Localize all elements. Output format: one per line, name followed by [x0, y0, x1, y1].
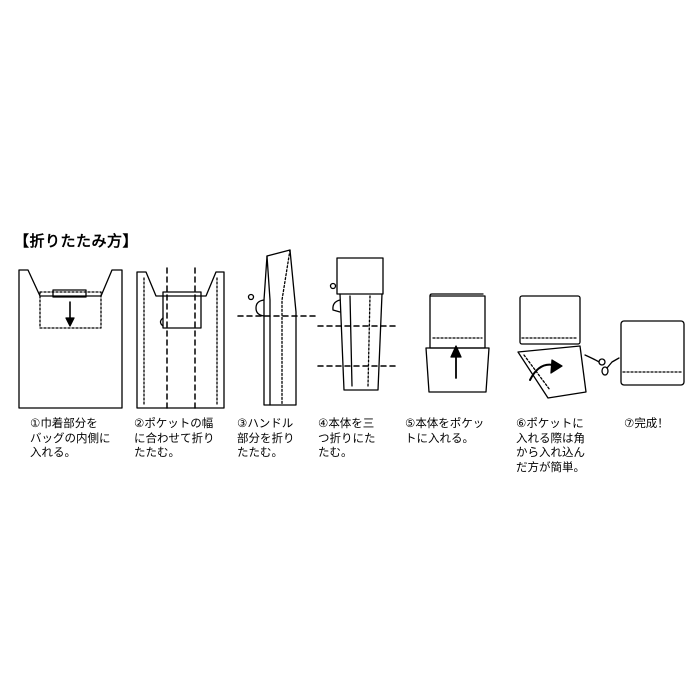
- instructions-title: 【折りたたみ方】: [14, 232, 139, 250]
- step-7-caption: ⑦完成！: [624, 416, 669, 430]
- step-7-illustration: [601, 320, 685, 386]
- step-2-caption: ②ポケットの幅 に合わせて折り たたむ。: [134, 416, 215, 459]
- step-6-illustration: [517, 295, 606, 399]
- step-5-illustration: [425, 293, 490, 393]
- step-4-caption: ④本体を三 つ折りにた たむ。: [318, 416, 376, 459]
- step-4-illustration: [317, 257, 399, 391]
- step-3-caption: ③ハンドル 部分を折り たたむ。: [237, 416, 295, 459]
- step-6-caption: ⑥ポケットに 入れる際は角 から入れ込ん だ方が簡単。: [516, 416, 585, 474]
- step-2-illustration: [136, 267, 225, 413]
- step-1-caption: ①巾着部分を バッグの内側に 入れる。: [30, 416, 111, 459]
- step-5-caption: ⑤本体をポケッ トに入れる。: [405, 416, 485, 445]
- step-3-illustration: [237, 249, 319, 406]
- step-1-illustration: [18, 269, 123, 409]
